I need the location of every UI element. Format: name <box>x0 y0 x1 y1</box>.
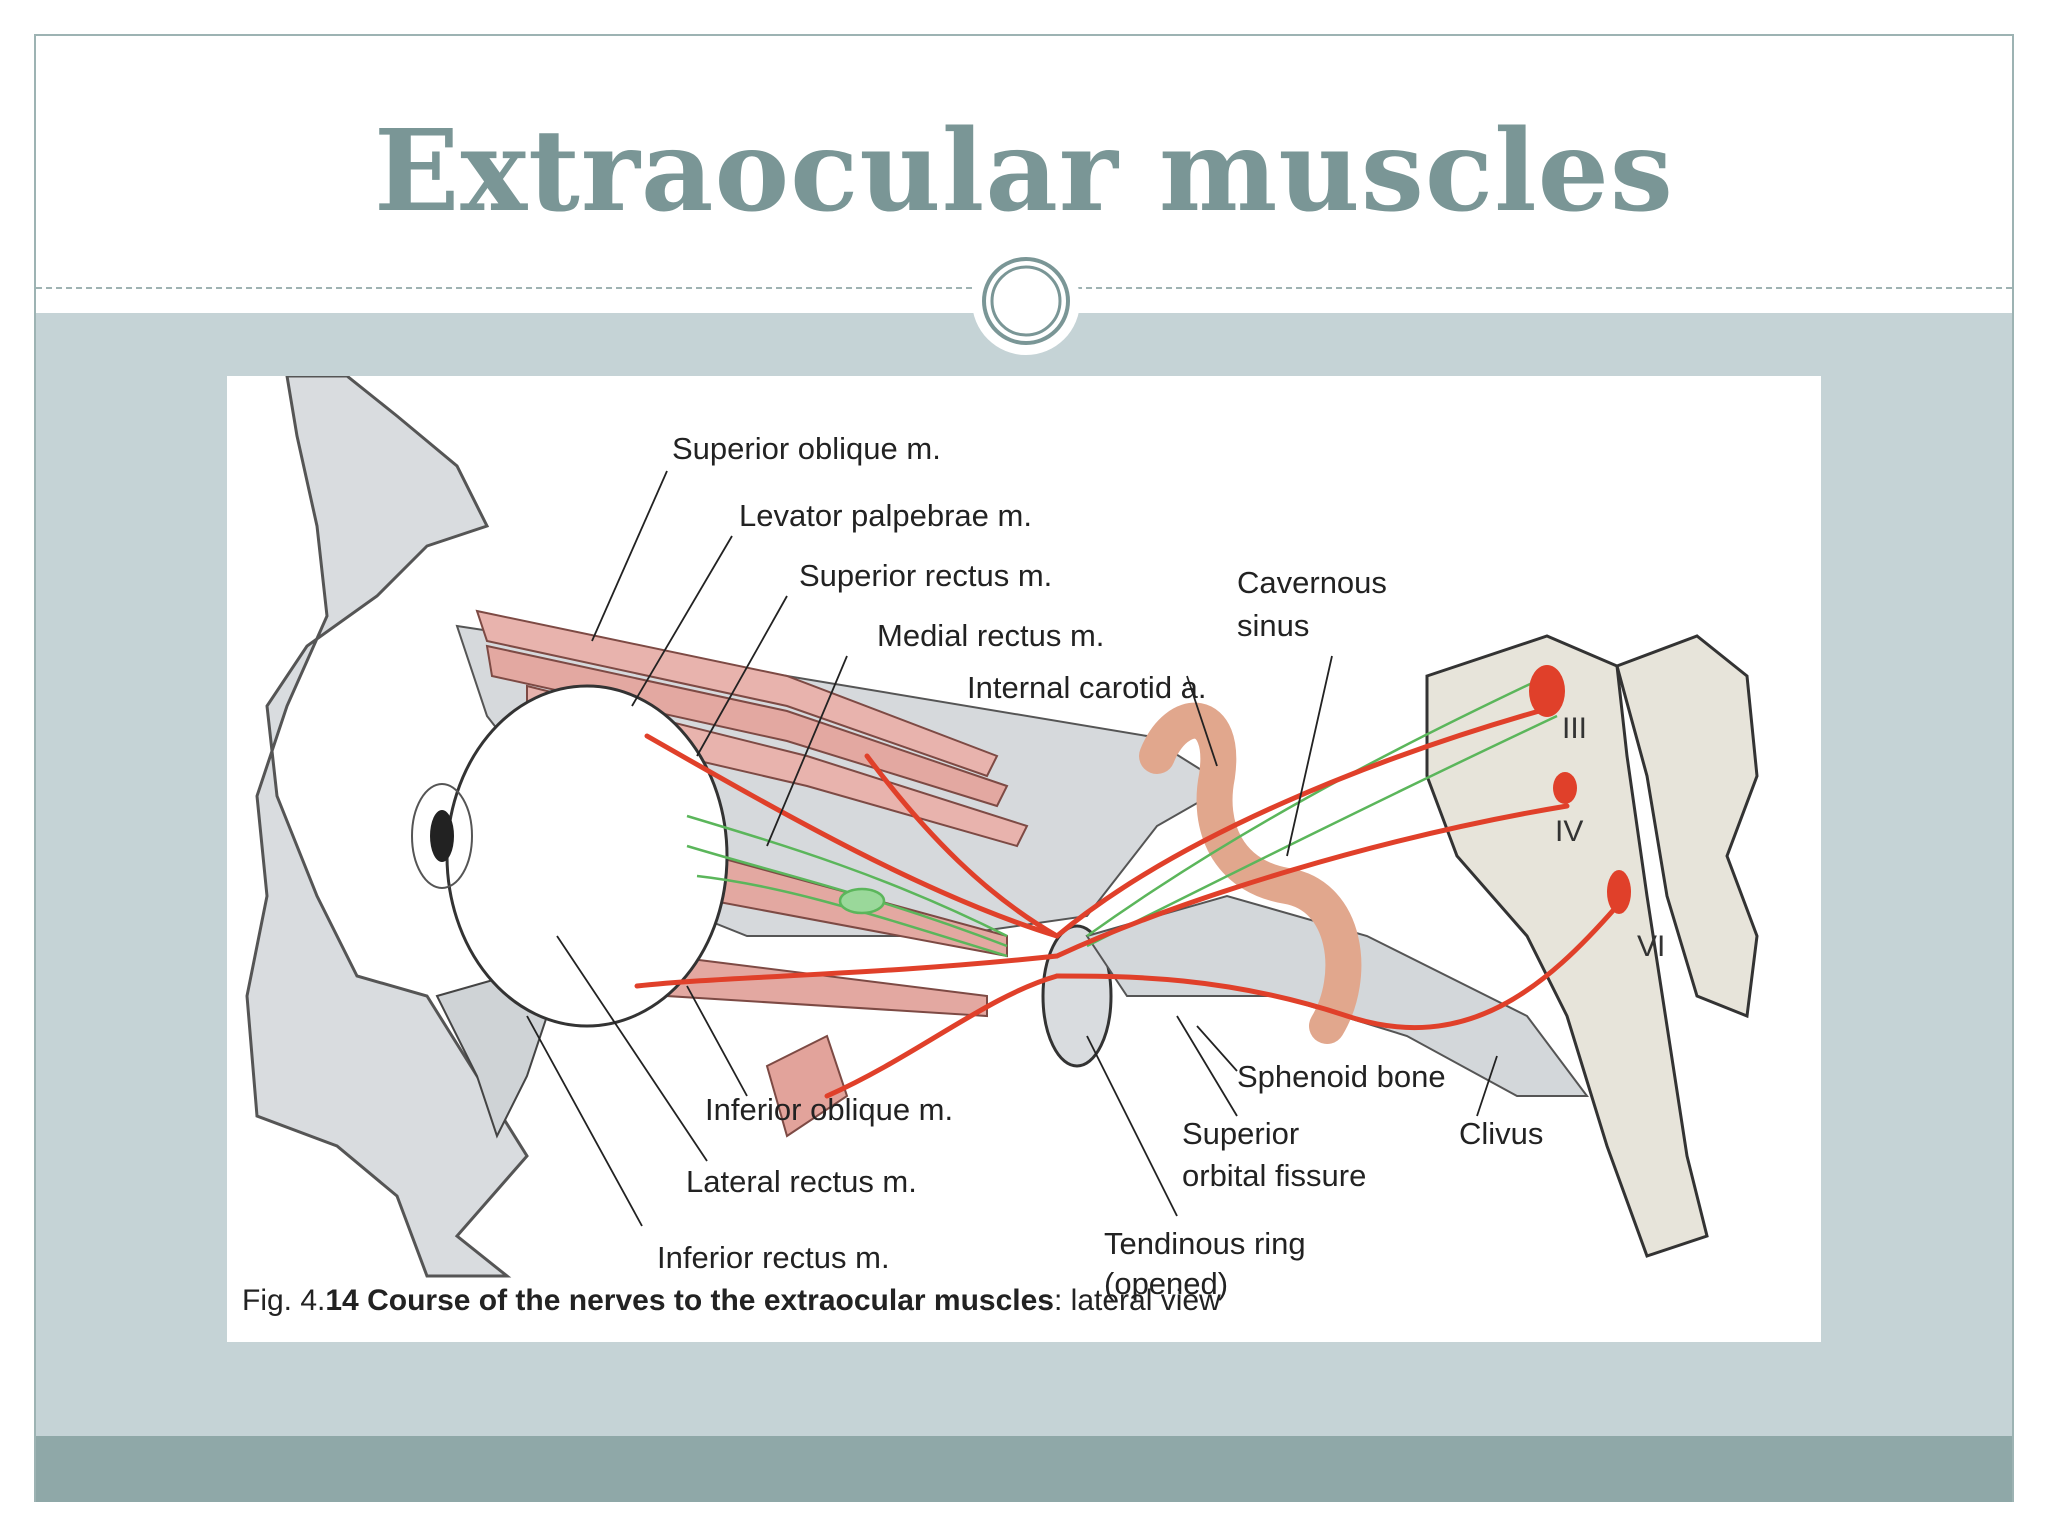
slide-title: Extraocular muscles <box>374 106 1674 237</box>
brainstem <box>1425 634 1709 1258</box>
nucleus-iii <box>1529 665 1565 717</box>
label-superior-oblique: Superior oblique m. <box>672 431 941 466</box>
eyeball <box>445 684 729 1028</box>
label-internal-carotid: Internal carotid a. <box>967 670 1207 705</box>
motor-nerves <box>634 703 1620 1099</box>
orbit-bone <box>245 376 529 1278</box>
pupil <box>430 810 454 862</box>
caption-title: 14 Course of the nerves to the extraocul… <box>325 1284 1054 1317</box>
label-tendinous-ring: Tendinous ring <box>1104 1226 1306 1261</box>
label-medial-rectus: Medial rectus m. <box>877 618 1104 653</box>
nucleus-iv <box>1553 772 1577 804</box>
footer-band <box>36 1436 2012 1502</box>
nerve-course-illustration: Superior oblique m. Levator palpebrae m.… <box>245 376 1759 1301</box>
label-orbital-fissure: orbital fissure <box>1182 1158 1366 1193</box>
label-sphenoid-bone: Sphenoid bone <box>1237 1059 1446 1094</box>
label-nerve-vi: VI <box>1637 930 1665 963</box>
label-nerve-iv: IV <box>1555 815 1583 848</box>
slide-frame: Extraocular muscles <box>34 34 2014 1502</box>
label-sinus: sinus <box>1237 608 1309 643</box>
caption-suffix: : lateral view <box>1053 1284 1221 1317</box>
label-opened: (opened) <box>1104 1266 1228 1301</box>
leader-lines <box>526 470 1498 1227</box>
anatomy-figure: Superior oblique m. Levator palpebrae m.… <box>227 376 1821 1342</box>
caption-prefix: Fig. 4. <box>242 1284 326 1317</box>
label-clivus: Clivus <box>1459 1116 1543 1151</box>
tendinous-ring <box>1041 924 1113 1068</box>
label-inferior-rectus: Inferior rectus m. <box>657 1240 890 1275</box>
internal-carotid-artery <box>1139 702 1362 1044</box>
nucleus-vi <box>1607 870 1631 914</box>
label-lateral-rectus: Lateral rectus m. <box>686 1164 917 1199</box>
label-superior: Superior <box>1182 1116 1299 1151</box>
figure-caption: Fig. 4.14 Course of the nerves to the ex… <box>242 1284 1221 1318</box>
label-nerve-iii: III <box>1562 712 1587 745</box>
label-cavernous: Cavernous <box>1237 565 1387 600</box>
circle-ornament-icon <box>972 247 1080 355</box>
label-levator-palpebrae: Levator palpebrae m. <box>739 498 1032 533</box>
superior-oblique-muscle <box>475 609 999 778</box>
label-inferior-oblique: Inferior oblique m. <box>705 1092 953 1127</box>
label-superior-rectus: Superior rectus m. <box>799 558 1052 593</box>
